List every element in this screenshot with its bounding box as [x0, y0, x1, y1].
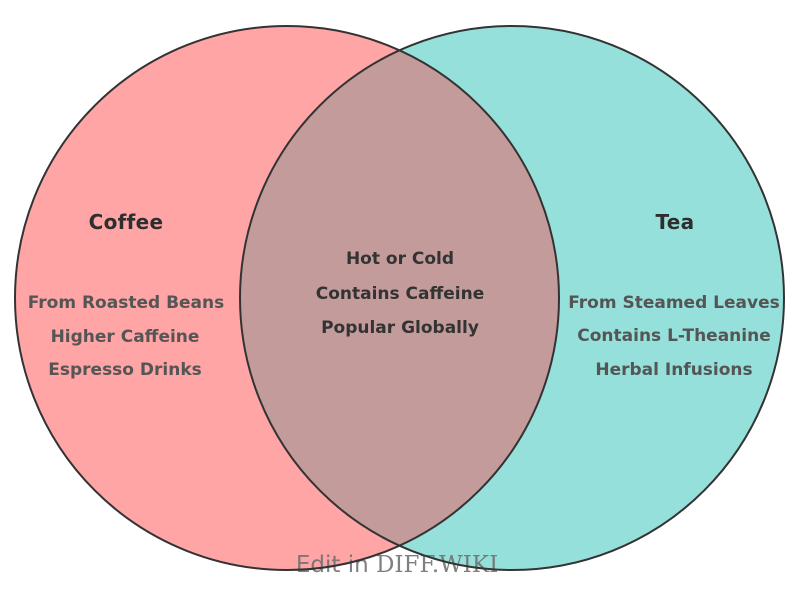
intersection-item: Hot or Cold	[345, 249, 455, 269]
tea-title: Tea	[655, 210, 695, 234]
coffee-item: Espresso Drinks	[48, 360, 202, 380]
coffee-circle-outline	[14, 25, 560, 571]
tea-item: Herbal Infusions	[595, 360, 753, 380]
intersection-region	[240, 50, 559, 546]
watermark-brand: DIFF.WIKI	[376, 552, 498, 578]
coffee-title: Coffee	[88, 210, 164, 234]
tea-item: Contains L-Theanine	[577, 326, 771, 346]
tea-circle-outline	[239, 25, 785, 571]
intersection-item: Contains Caffeine	[315, 284, 485, 304]
watermark-link[interactable]: Edit in DIFF.WIKI	[296, 552, 498, 578]
coffee-item: Higher Caffeine	[50, 327, 200, 347]
intersection-item: Popular Globally	[321, 318, 479, 338]
tea-item: From Steamed Leaves	[568, 293, 780, 313]
coffee-item: From Roasted Beans	[27, 293, 225, 313]
